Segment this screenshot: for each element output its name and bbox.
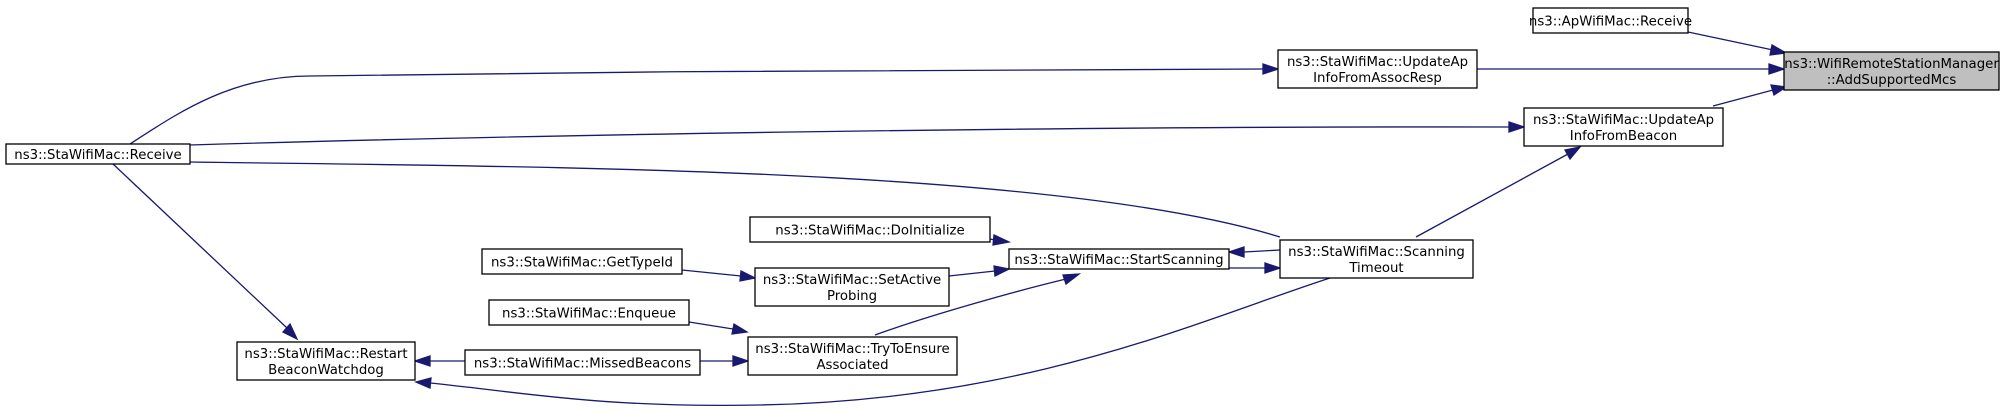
node-enqueue[interactable]: ns3::StaWifiMac::Enqueue xyxy=(488,299,690,326)
node-label-line: ns3::StaWifiMac::Receive xyxy=(14,148,181,163)
edge-updatebeacon-to-addsupportedmcs xyxy=(1712,84,1788,107)
node-gettypeid[interactable]: ns3::StaWifiMac::GetTypeId xyxy=(481,248,683,275)
node-label-line: ns3::WifiRemoteStationManager xyxy=(1784,57,1999,72)
node-box xyxy=(481,248,683,275)
node-box xyxy=(5,143,191,165)
node-doinitialize[interactable]: ns3::StaWifiMac::DoInitialize xyxy=(749,216,991,243)
edge-scantimeout-to-restartwatchdog xyxy=(414,277,1331,406)
node-label-line: ns3::StaWifiMac::UpdateAp xyxy=(1287,55,1468,70)
node-label-line: InfoFromBeacon xyxy=(1570,129,1677,144)
node-label-line: Timeout xyxy=(1348,261,1403,276)
edge-apreceive-to-addsupportedmcs xyxy=(1687,31,1789,56)
node-box xyxy=(1277,49,1478,89)
edge-missedbeacons-to-restartwatchdog xyxy=(412,355,465,367)
node-box xyxy=(1523,107,1724,147)
node-label-line: ns3::StaWifiMac::Scanning xyxy=(1288,245,1465,260)
node-box xyxy=(1008,248,1230,270)
edge-restartwatchdog-to-stareceive xyxy=(112,163,299,341)
node-label-line: Associated xyxy=(816,358,888,373)
node-missedbeacons[interactable]: ns3::StaWifiMac::MissedBeacons xyxy=(464,349,701,376)
node-label-line: ns3::StaWifiMac::StartScanning xyxy=(1014,253,1223,268)
node-label-line: ns3::StaWifiMac::UpdateAp xyxy=(1533,113,1714,128)
edge-stareceive-to-updatebeacon xyxy=(189,121,1527,146)
node-label-line: ns3::StaWifiMac::Restart xyxy=(244,347,407,362)
node-apreceive[interactable]: ns3::ApWifiMac::Receive xyxy=(1529,7,1692,34)
edge-missedbeacons-to-tryensure xyxy=(700,355,751,367)
node-box xyxy=(1783,51,2000,91)
node-label-line: ns3::StaWifiMac::DoInitialize xyxy=(775,224,964,239)
edge-tryensure-to-startscanning xyxy=(874,273,1082,336)
edge-stareceive-to-scantimeout xyxy=(189,161,1281,238)
node-box xyxy=(488,299,690,326)
edge-gettypeid-to-setactive xyxy=(681,269,757,282)
node-box xyxy=(236,341,416,381)
edge-doinitialize-to-startscanning xyxy=(989,234,1012,246)
node-addsupportedmcs[interactable]: ns3::WifiRemoteStationManager::AddSuppor… xyxy=(1783,51,2000,91)
call-graph-edges xyxy=(112,31,1789,406)
node-box xyxy=(754,267,950,307)
node-box xyxy=(464,349,701,376)
node-stareceive[interactable]: ns3::StaWifiMac::Receive xyxy=(5,143,191,165)
node-label-line: Probing xyxy=(827,289,877,304)
node-label-line: ns3::StaWifiMac::SetActive xyxy=(763,273,941,288)
edge-setactive-to-startscanning xyxy=(948,265,1011,278)
node-label-line: ns3::ApWifiMac::Receive xyxy=(1529,15,1692,30)
edge-scantimeout-to-startscanning xyxy=(1226,246,1281,258)
edge-stareceive-to-updateassoc xyxy=(129,63,1281,145)
node-box xyxy=(749,216,991,243)
node-label-line: ns3::StaWifiMac::MissedBeacons xyxy=(474,357,691,372)
node-updateassoc[interactable]: ns3::StaWifiMac::UpdateApInfoFromAssocRe… xyxy=(1277,49,1478,89)
node-label-line: ns3::StaWifiMac::Enqueue xyxy=(502,307,676,322)
node-label-line: BeaconWatchdog xyxy=(268,363,384,378)
node-box xyxy=(747,336,958,376)
node-label-line: ::AddSupportedMcs xyxy=(1827,73,1957,88)
node-label-line: InfoFromAssocResp xyxy=(1313,71,1442,86)
node-box xyxy=(1279,239,1474,279)
node-label-line: ns3::StaWifiMac::GetTypeId xyxy=(491,256,673,271)
call-graph-nodes: ns3::WifiRemoteStationManager::AddSuppor… xyxy=(5,7,2000,381)
node-label-line: ns3::StaWifiMac::TryToEnsure xyxy=(755,342,949,357)
node-box xyxy=(1532,7,1689,34)
edge-startscanning-to-scantimeout xyxy=(1229,262,1283,274)
node-startscanning[interactable]: ns3::StaWifiMac::StartScanning xyxy=(1008,248,1230,270)
edge-scantimeout-to-updatebeacon xyxy=(1415,146,1582,238)
edge-enqueue-to-tryensure xyxy=(688,321,749,335)
edge-updateassoc-to-addsupportedmcs xyxy=(1477,63,1787,75)
